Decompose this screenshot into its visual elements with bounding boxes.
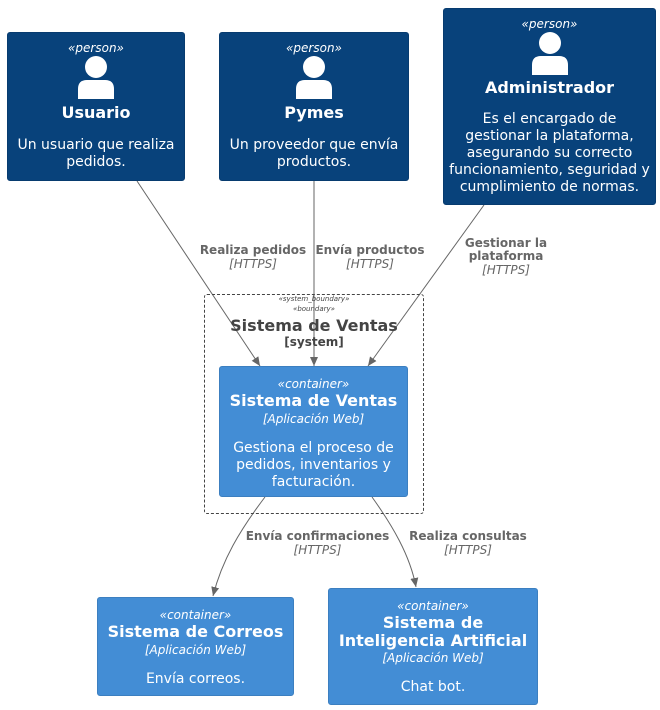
- arrow-ventas-to-correos: [211, 496, 266, 597]
- person-icon: [296, 56, 332, 99]
- relation-technology: [HTTPS]: [346, 257, 394, 271]
- boundary-type: [system]: [284, 335, 344, 349]
- relation-label: Realiza pedidos: [199, 243, 307, 257]
- container-sistema-ia[interactable]: «container» Sistema de Inteligencia Arti…: [328, 588, 538, 705]
- container-technology: [Aplicación Web]: [262, 412, 365, 426]
- container-sistema-ventas[interactable]: «container» Sistema de Ventas [Aplicació…: [219, 366, 408, 497]
- boundary-title: Sistema de Ventas: [230, 316, 398, 335]
- arrow-admin-to-ventas: [367, 204, 485, 367]
- stereotype-label: «person»: [521, 17, 578, 31]
- relation-technology: [HTTPS]: [229, 257, 277, 271]
- stereotype-label: «person»: [68, 41, 124, 55]
- relation-technology: [HTTPS]: [293, 543, 342, 557]
- person-pymes[interactable]: «person» Pymes Un proveedor que envía pr…: [219, 32, 409, 181]
- container-name: Sistema de Ventas: [229, 391, 398, 410]
- relation-label: Envía confirmaciones: [245, 529, 390, 543]
- stereotype-label: «container»: [277, 377, 350, 391]
- person-usuario[interactable]: «person» Usuario Un usuario que realiza …: [7, 32, 185, 181]
- relation-label: Realiza consultas: [409, 529, 527, 543]
- stereotype-label: «container»: [397, 599, 469, 613]
- system-boundary: «system_boundary» «boundary» Sistema de …: [204, 294, 424, 514]
- person-icon: [78, 56, 114, 99]
- relation-label-realiza-consultas: Realiza consultas [HTTPS]: [400, 529, 536, 558]
- boundary-stereotype-system: «system_boundary»: [278, 295, 350, 303]
- stereotype-label: «person»: [286, 41, 342, 55]
- person-name: Usuario: [61, 103, 131, 122]
- container-description: Gestiona el proceso de pedidos, inventar…: [233, 440, 394, 490]
- arrow-usuario-to-ventas: [136, 180, 261, 367]
- relation-label-envia-productos: Envía productos [HTTPS]: [309, 243, 431, 272]
- person-administrador[interactable]: «person» Administrador Es el encargado d…: [443, 8, 656, 205]
- relation-label: Envía productos: [315, 243, 425, 257]
- container-name: Sistema de Correos: [107, 622, 284, 641]
- container-description: Envía correos.: [145, 671, 246, 687]
- relation-label-gestionar-plataforma: Gestionar la plataforma [HTTPS]: [458, 236, 554, 278]
- relation-label-envia-confirmaciones: Envía confirmaciones [HTTPS]: [240, 529, 395, 558]
- container-technology: [Aplicación Web]: [382, 651, 484, 665]
- container-sistema-correos[interactable]: «container» Sistema de Correos [Aplicaci…: [97, 597, 294, 696]
- relation-technology: [HTTPS]: [482, 263, 530, 277]
- relation-label: Gestionar la plataforma: [464, 236, 548, 263]
- relation-technology: [HTTPS]: [444, 543, 492, 557]
- person-description: Un usuario que realiza pedidos.: [17, 137, 175, 170]
- person-name: Pymes: [284, 103, 344, 122]
- person-description: Es el encargado de gestionar la platafor…: [449, 111, 650, 195]
- container-description: Chat bot.: [400, 679, 466, 695]
- relation-label-realiza-pedidos: Realiza pedidos [HTTPS]: [190, 243, 316, 272]
- container-technology: [Aplicación Web]: [144, 643, 247, 657]
- person-name: Administrador: [484, 78, 615, 97]
- boundary-stereotype: «boundary»: [293, 305, 335, 313]
- person-description: Un proveedor que envía productos.: [229, 137, 399, 170]
- person-icon: [531, 32, 568, 75]
- container-name: Sistema de Inteligencia Artificial: [338, 613, 528, 650]
- arrow-ventas-to-ia: [371, 496, 419, 588]
- stereotype-label: «container»: [159, 608, 232, 622]
